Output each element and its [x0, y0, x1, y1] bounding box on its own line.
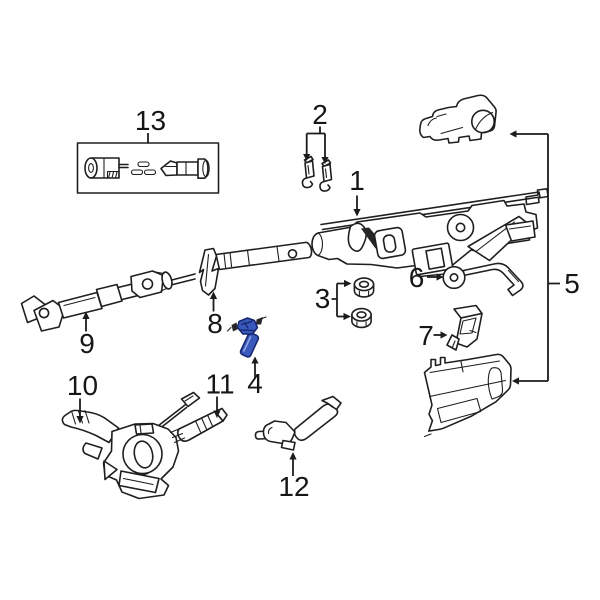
callout-11-label[interactable]: 11: [205, 369, 234, 400]
bolt-shank: [239, 332, 260, 358]
callout-12[interactable]: 12: [278, 452, 310, 502]
callout-12-label[interactable]: 12: [278, 471, 309, 502]
multifunction-switch-assembly: [61, 391, 228, 500]
callout-13-label[interactable]: 13: [135, 105, 166, 136]
callout-4[interactable]: 4: [247, 356, 263, 400]
clip-right: [319, 159, 333, 192]
part-8-steering-shaft: [166, 241, 313, 296]
bolt-head: [236, 317, 259, 335]
shaft-flange: [198, 247, 220, 296]
callout-9-label[interactable]: 9: [79, 328, 95, 359]
callout-1[interactable]: 1: [349, 165, 365, 217]
callout-13[interactable]: 13: [135, 105, 166, 143]
callout-7-label[interactable]: 7: [418, 320, 434, 351]
callout-7[interactable]: 7: [418, 320, 448, 351]
callout-10[interactable]: 10: [67, 370, 98, 424]
part-12-tilt-lever: [254, 395, 342, 451]
callout-3[interactable]: 3: [315, 279, 352, 321]
nut-lower: [351, 307, 372, 329]
part-1-steering-column: [311, 188, 549, 278]
part-5-upper-bracket: [419, 94, 497, 144]
callout-3-label[interactable]: 3: [315, 283, 331, 314]
callout-6[interactable]: 6: [409, 262, 444, 293]
part-5-lower-shroud: [423, 353, 512, 438]
callout-2[interactable]: 2: [303, 99, 329, 164]
part-11-right-stalk: [176, 407, 228, 442]
callout-8[interactable]: 8: [207, 291, 223, 340]
callout-1-label[interactable]: 1: [349, 165, 365, 196]
callout-5-label[interactable]: 5: [564, 268, 580, 299]
callout-6-label[interactable]: 6: [409, 262, 425, 293]
part-2-clips: [301, 155, 333, 192]
clip-left: [301, 155, 315, 189]
callout-9[interactable]: 9: [79, 311, 95, 360]
callout-2-label[interactable]: 2: [312, 99, 328, 130]
callout-4-label[interactable]: 4: [247, 368, 263, 399]
part-6-pivot-bolt: [442, 262, 524, 297]
callout-8-label[interactable]: 8: [207, 308, 223, 339]
part-3-nuts: [351, 277, 375, 329]
callout-10-label[interactable]: 10: [67, 370, 98, 401]
nut-upper: [353, 277, 375, 298]
part-10-left-stalk: [61, 409, 120, 460]
part-4-bolt-highlighted[interactable]: [226, 316, 267, 358]
callout-5[interactable]: 5: [509, 130, 580, 385]
callout-11[interactable]: 11: [205, 369, 235, 419]
part-7-switch-module: [446, 304, 483, 351]
part-9-lower-shaft-ujoint: [20, 270, 173, 332]
part-13-lock-cylinder-kit: [76, 142, 220, 194]
